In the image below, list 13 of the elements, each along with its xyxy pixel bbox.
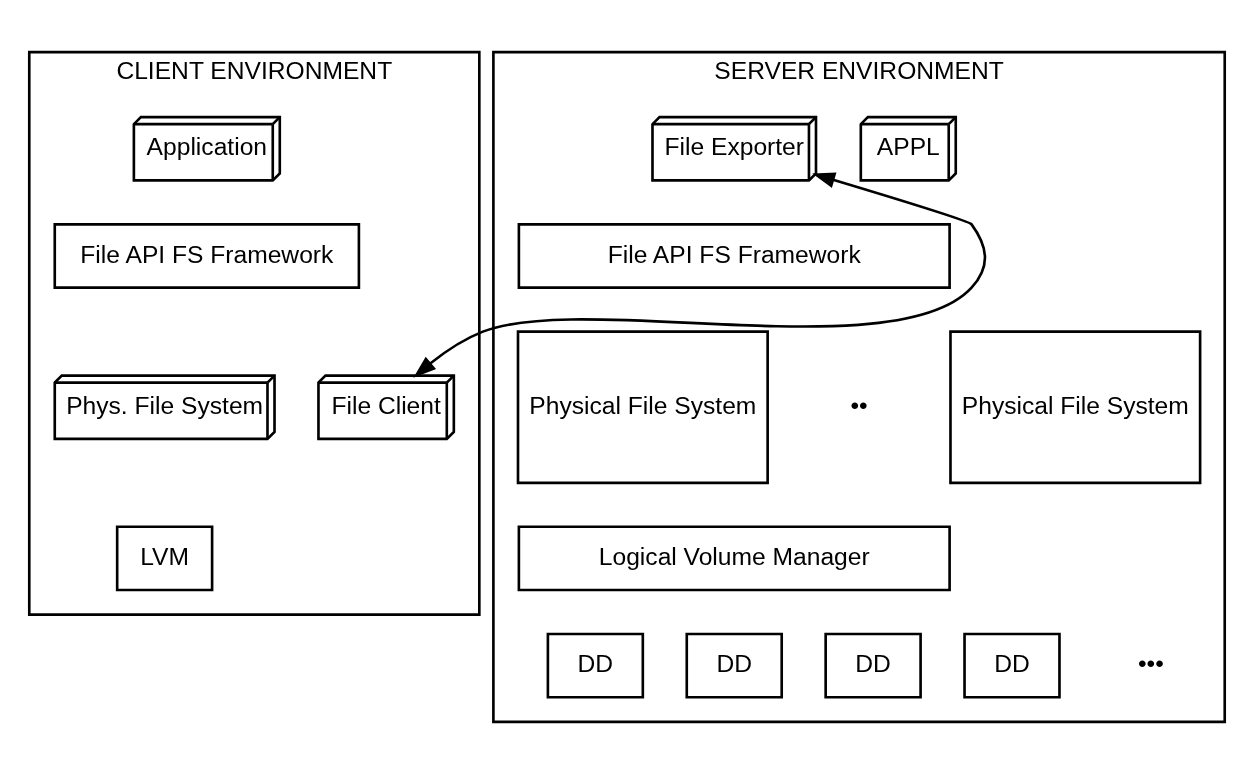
node-box: Logical Volume Manager — [517, 525, 951, 592]
node-box: File API FS Framework — [517, 223, 951, 289]
node-box: DD — [963, 632, 1061, 699]
node-box: File API FS Framework — [53, 223, 361, 289]
node-box: LVM — [115, 525, 214, 592]
label: •• — [850, 391, 868, 419]
arrow — [413, 172, 987, 378]
node-box: DD — [685, 632, 784, 699]
node-box: DD — [824, 632, 922, 699]
node-box: Physical File System — [516, 330, 769, 485]
node-box: DD — [546, 632, 645, 699]
node-box: Physical File System — [949, 330, 1202, 485]
label: ••• — [1137, 650, 1164, 678]
